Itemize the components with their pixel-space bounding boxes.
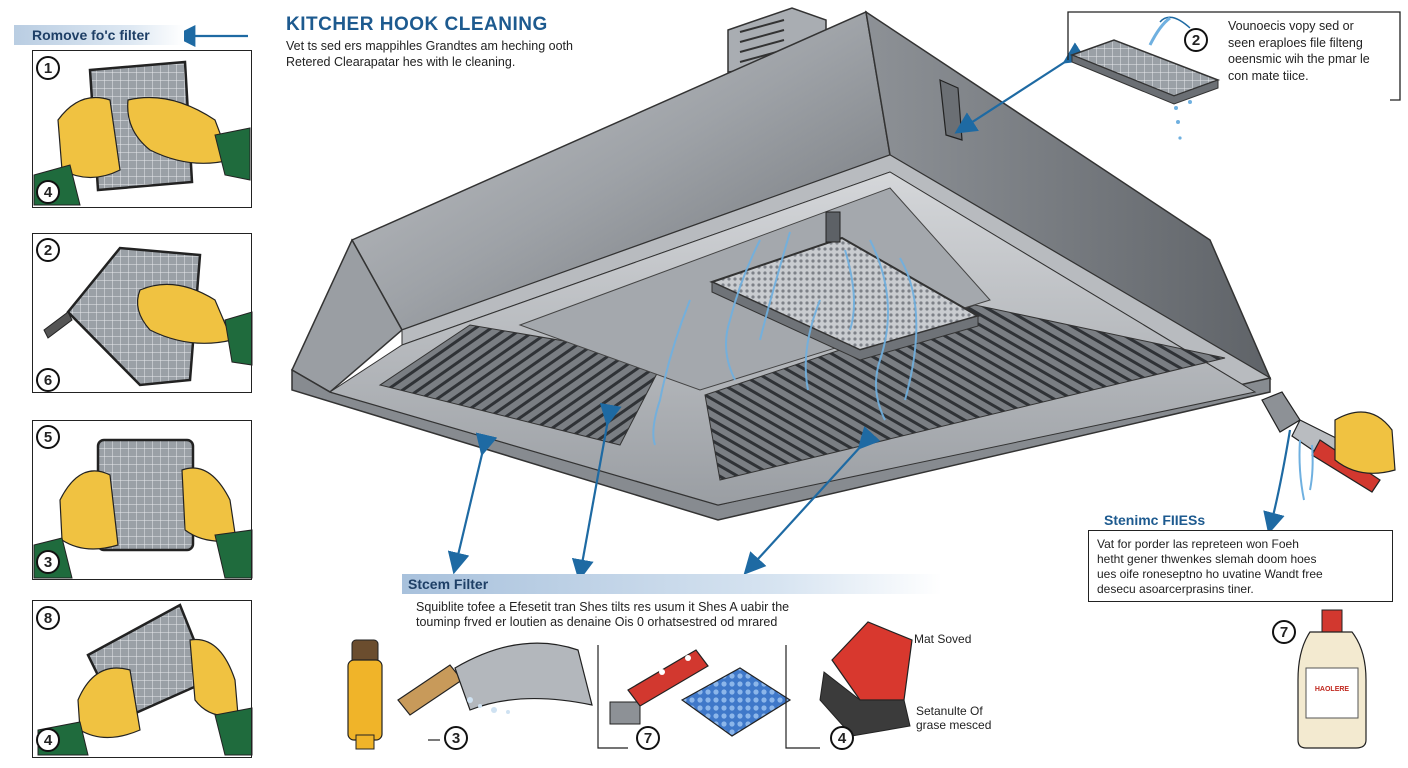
tool-number-7: 7 bbox=[636, 726, 660, 750]
intro-text: Vet ts sed ers mappihles Grandtes am hec… bbox=[286, 38, 646, 70]
pointer-arrows bbox=[173, 16, 1292, 582]
step-2-secondary-number: 6 bbox=[36, 368, 60, 392]
tool-dividers bbox=[428, 645, 820, 749]
step-4-secondary-number: 4 bbox=[36, 728, 60, 752]
step-3-number: 5 bbox=[36, 425, 60, 449]
scrub-brush bbox=[819, 621, 913, 737]
top-right-filter bbox=[1069, 16, 1221, 140]
step-panel-3 bbox=[32, 420, 252, 580]
top-right-line-4: con mate tiice. bbox=[1228, 68, 1309, 83]
panel2-illustration bbox=[43, 246, 253, 387]
spray-nozzle-illustration bbox=[1261, 391, 1396, 501]
top-right-line-2: seen eraploes file filteng bbox=[1228, 35, 1363, 50]
side-line-2: hetht gener thwenkes slemah doom hoes bbox=[1097, 552, 1317, 566]
step-1-number: 1 bbox=[36, 56, 60, 80]
bottle-step-number: 7 bbox=[1272, 620, 1296, 644]
grease-label-line-2: grase mesced bbox=[916, 718, 992, 732]
intro-line-1: Vet ts sed ers mappihles Grandtes am hec… bbox=[286, 39, 573, 53]
steam-filter-banner: Stcem Filter bbox=[402, 574, 942, 594]
panel1-illustration bbox=[33, 60, 251, 206]
side-line-1: Vat for porder las repreteen won Foeh bbox=[1097, 537, 1299, 551]
step-panel-1 bbox=[32, 50, 252, 208]
bottle-label: HAOLERE bbox=[1314, 686, 1350, 693]
mesh-pad bbox=[680, 667, 792, 737]
panel4-illustration bbox=[37, 603, 253, 756]
degreaser-scraper-tool bbox=[609, 649, 709, 725]
step-panel-2 bbox=[32, 233, 252, 393]
steam-line-1: Squiblite tofee a Efesetit tran Shes til… bbox=[416, 600, 790, 614]
scraper-tool bbox=[397, 642, 593, 716]
step-1-secondary-number: 4 bbox=[36, 180, 60, 204]
center-filter bbox=[652, 211, 981, 446]
top-right-note: Vounoecis vopy sed or seen eraploes file… bbox=[1228, 18, 1408, 84]
mat-soved-label: Mat Soved bbox=[914, 632, 972, 646]
cleaner-bottle bbox=[1297, 609, 1367, 749]
tool-number-3: 3 bbox=[444, 726, 468, 750]
grease-label-line-1: Setanulte Of bbox=[916, 704, 983, 718]
steam-line-2: touminp frved er loutien as denaine Ois … bbox=[416, 615, 778, 629]
step-2-number: 2 bbox=[36, 238, 60, 262]
panel3-illustration bbox=[33, 438, 253, 579]
page-title: KITCHER HOOK CLEANING bbox=[286, 14, 548, 35]
tool-number-4: 4 bbox=[830, 726, 854, 750]
brush-tool bbox=[347, 639, 383, 750]
steaming-filters-note: Vat for porder las repreteen won Foeh he… bbox=[1088, 530, 1393, 602]
steaming-filters-heading: Stenimc FIIESs bbox=[1104, 512, 1206, 528]
top-right-line-1: Vounoecis vopy sed or bbox=[1228, 19, 1354, 33]
steam-filter-text: Squiblite tofee a Efesetit tran Shes til… bbox=[416, 600, 876, 630]
side-line-4: desecu asoarcerprasins tiner. bbox=[1097, 582, 1254, 596]
step-3-secondary-number: 3 bbox=[36, 550, 60, 574]
intro-line-2: Retered Clearapatar hes with le cleaning… bbox=[286, 55, 516, 69]
top-right-step-number: 2 bbox=[1184, 28, 1208, 52]
grease-label: Setanulte Of grase mesced bbox=[916, 704, 991, 732]
step-4-number: 8 bbox=[36, 606, 60, 630]
step-panel-4 bbox=[32, 600, 252, 758]
top-right-line-3: oeensmic wih the pmar le bbox=[1228, 52, 1370, 66]
side-line-3: ues oife roneseptno ho uvatine Wandt fre… bbox=[1097, 567, 1323, 581]
remove-filter-banner: Romove fo'c filter bbox=[14, 25, 184, 45]
